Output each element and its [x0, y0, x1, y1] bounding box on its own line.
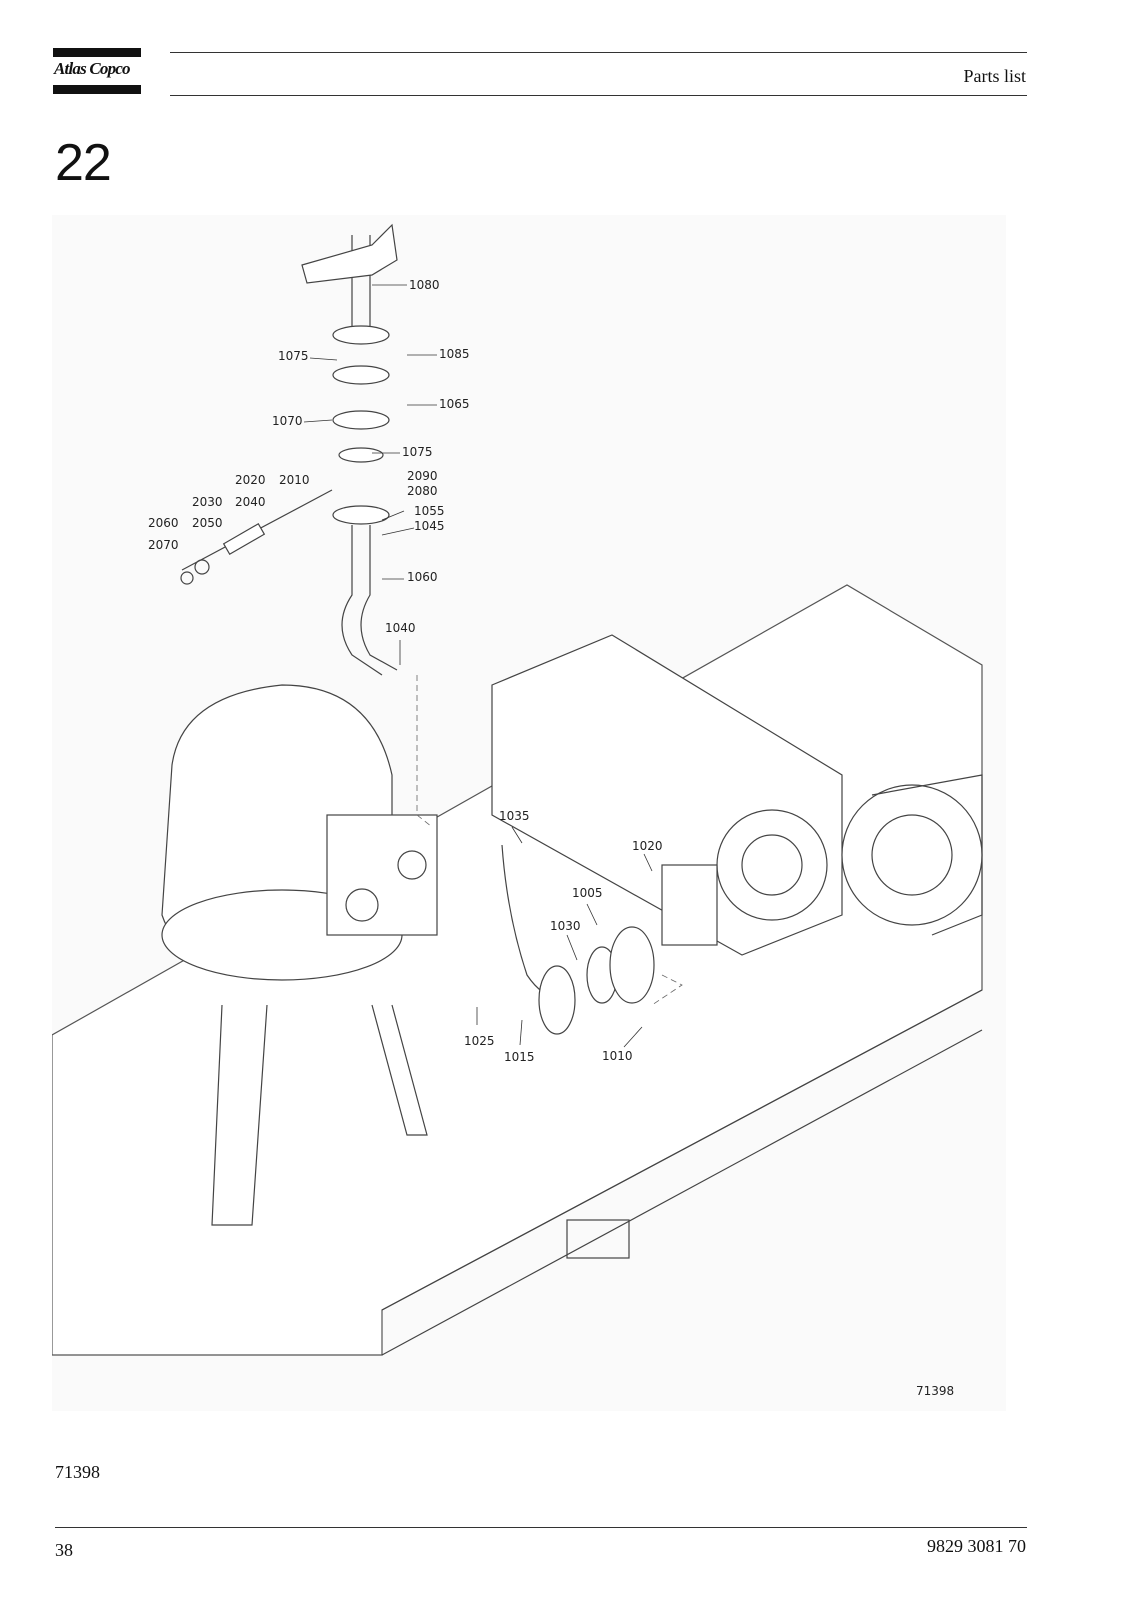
callout-1075-lower: 1075: [402, 445, 433, 459]
callout-2070: 2070: [148, 538, 179, 552]
callout-1030: 1030: [550, 919, 581, 933]
section-number: 22: [55, 134, 112, 192]
header-rule-top: [170, 52, 1027, 53]
callout-2050: 2050: [192, 516, 223, 530]
callout-2040: 2040: [235, 495, 266, 509]
document-number: 9829 3081 70: [927, 1536, 1026, 1556]
parts-drawing: 1080 1075 1085 1065 1070 1075 2090 2080 …: [52, 223, 983, 1398]
callout-1045: 1045: [414, 519, 445, 533]
callout-2010: 2010: [279, 473, 310, 487]
callout-2030: 2030: [192, 495, 223, 509]
callout-2020: 2020: [235, 473, 266, 487]
header-title: Parts list: [963, 66, 1026, 86]
parts-illustration: 1080 1075 1085 1065 1070 1075 2090 2080 …: [52, 215, 1006, 1411]
figure-id-label: 71398: [916, 1384, 954, 1398]
footer-rule: [55, 1527, 1027, 1528]
brand-logo: Atlas Copco: [53, 48, 141, 94]
figure-caption: 71398: [55, 1462, 100, 1482]
callout-1015: 1015: [504, 1050, 535, 1064]
callout-1025: 1025: [464, 1034, 495, 1048]
callout-1060: 1060: [407, 570, 438, 584]
callout-1070: 1070: [272, 414, 303, 428]
callout-2090: 2090: [407, 469, 438, 483]
header-rule-bottom: [170, 95, 1027, 96]
callout-1005: 1005: [572, 886, 603, 900]
callout-1075-upper: 1075: [278, 349, 309, 363]
logo-bar-top: [53, 48, 141, 57]
callout-1080: 1080: [409, 278, 440, 292]
callout-1065: 1065: [439, 397, 470, 411]
callout-1085: 1085: [439, 347, 470, 361]
callout-1040: 1040: [385, 621, 416, 635]
callout-2080: 2080: [407, 484, 438, 498]
page-number: 38: [55, 1540, 73, 1560]
callout-2060: 2060: [148, 516, 179, 530]
callout-1035: 1035: [499, 809, 530, 823]
callout-1055: 1055: [414, 504, 445, 518]
logo-bar-bottom: [53, 85, 141, 94]
logo-wordmark: Atlas Copco: [54, 59, 131, 78]
callout-1020: 1020: [632, 839, 663, 853]
callout-1010: 1010: [602, 1049, 633, 1063]
